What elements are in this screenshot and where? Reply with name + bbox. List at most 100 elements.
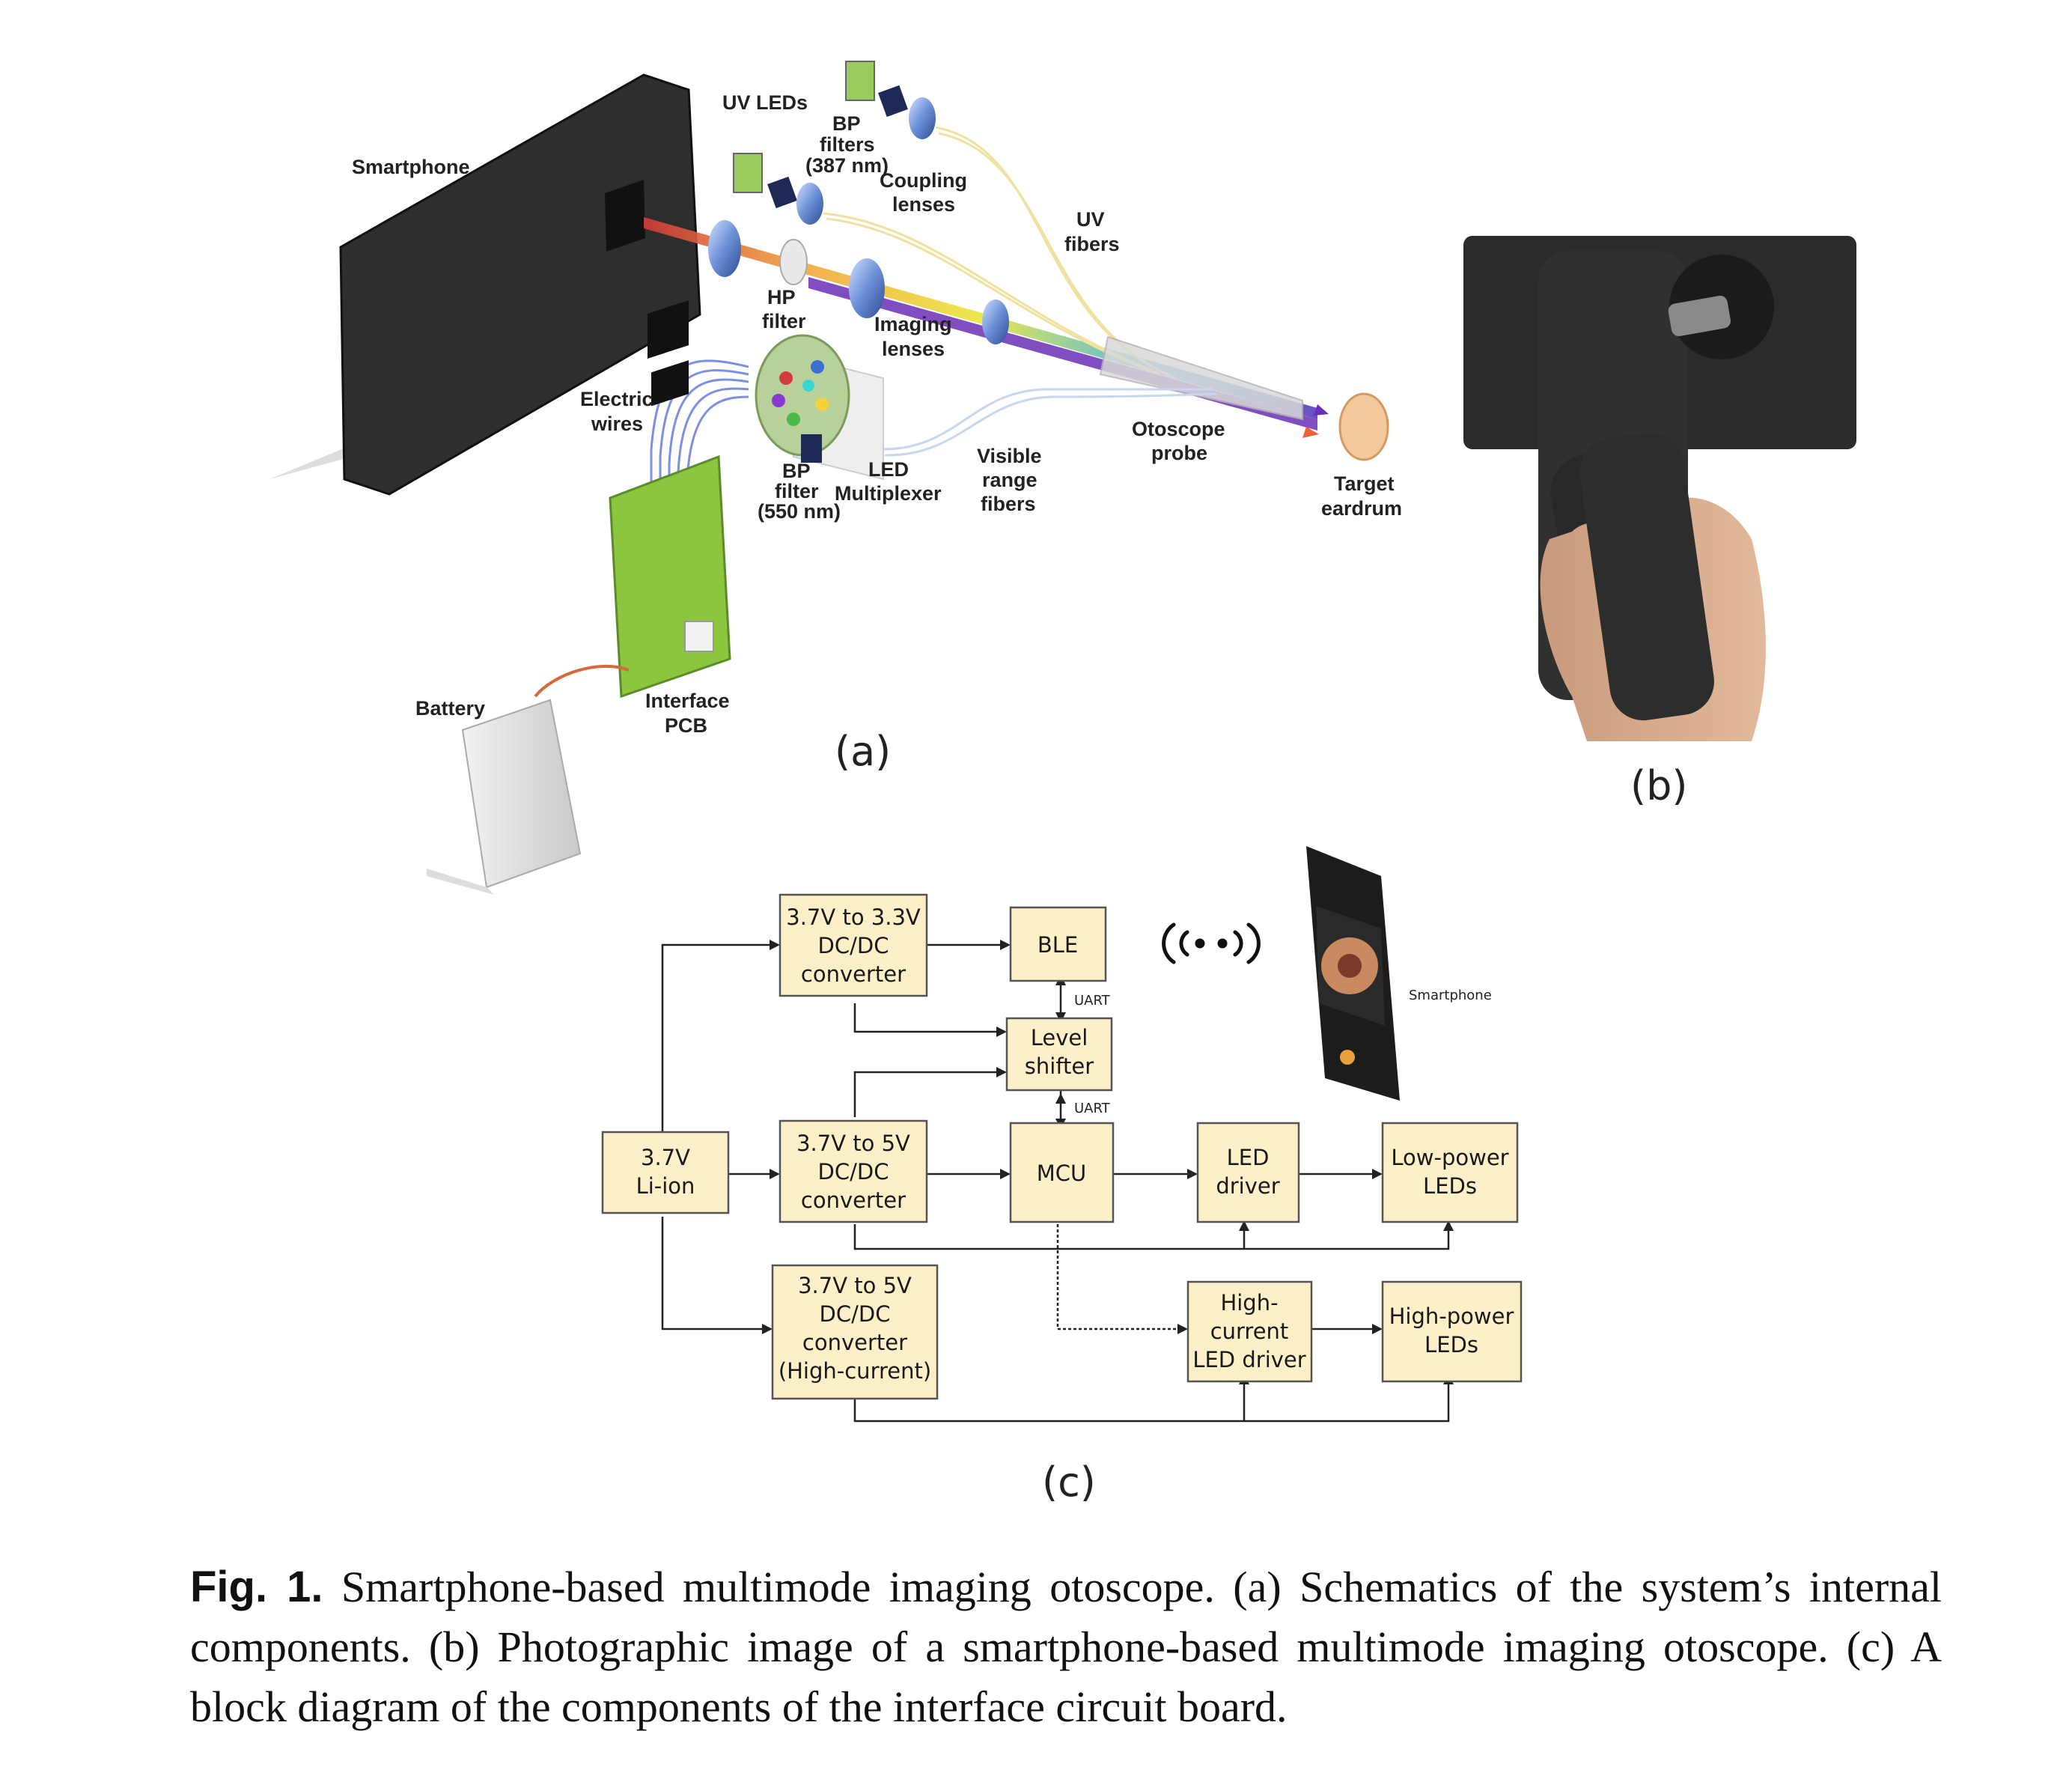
battery-wires (534, 664, 630, 698)
coupling-lens-top (909, 97, 936, 139)
battery-shadow (427, 869, 494, 895)
imaging-lens-3 (982, 299, 1009, 344)
label-bp-filters-1: BP (832, 112, 861, 135)
panel-a-schematic: Smartphone UV LEDs BP filters (387 nm) C… (269, 61, 1402, 895)
label-bp-filters-2: filters (820, 133, 875, 156)
block-dcdc-5-high-current: 3.7V to 5V DC/DC converter (High-current… (771, 1264, 939, 1400)
battery-body (461, 699, 582, 889)
label-electric-2: wires (591, 413, 643, 435)
wire-dcdc5-to-level (853, 1071, 999, 1117)
visible-range-fibers (883, 388, 1217, 457)
wire-liion-bus (661, 943, 773, 1137)
panel-a-tag: (a) (835, 728, 891, 775)
pcb-connector (684, 621, 714, 652)
smartphone-camera-window (605, 180, 645, 252)
imaging-lens-2 (849, 258, 885, 318)
label-interface-2: PCB (665, 714, 707, 737)
uart-label-2: UART (1074, 1101, 1111, 1116)
label-led-mux-1: LED (868, 458, 909, 481)
wireless-icon (1162, 922, 1261, 964)
label-otoscope-2: probe (1151, 442, 1207, 464)
pcb-chip-1 (648, 300, 689, 359)
wire-mcu-to-hcdrv (1056, 1224, 1180, 1330)
svg-text:DC/DC: DC/DC (818, 1159, 889, 1184)
label-target-2: eardrum (1321, 497, 1402, 520)
svg-text:Li-ion: Li-ion (636, 1173, 695, 1199)
panel-c-smartphone-label: Smartphone (1409, 988, 1492, 1003)
hp-filter-disc (779, 239, 808, 285)
figure-caption: Fig. 1. Smartphone-based multimode imagi… (190, 1557, 1942, 1737)
diagram-wires (661, 943, 1450, 1423)
block-li-ion: 3.7V Li-ion (601, 1131, 730, 1214)
label-led-mux-2: Multiplexer (835, 482, 942, 505)
svg-text:LED driver: LED driver (1192, 1347, 1305, 1372)
wire-liion-to-hc (661, 1217, 765, 1330)
led-red (779, 371, 793, 385)
label-otoscope-1: Otoscope (1132, 418, 1225, 440)
svg-text:3.7V: 3.7V (641, 1145, 690, 1170)
block-high-current-led-driver: High- current LED driver (1186, 1280, 1313, 1383)
block-ble: BLE (1009, 906, 1107, 982)
block-level-shifter: Level shifter (1005, 1017, 1113, 1092)
svg-text:LEDs: LEDs (1423, 1173, 1477, 1199)
svg-text:LEDs: LEDs (1424, 1332, 1478, 1357)
imaging-lens-1 (708, 220, 741, 277)
uv-led-bottom (733, 153, 763, 193)
label-hp-filter-2: filter (762, 310, 806, 332)
figure-label: Fig. 1. (190, 1563, 323, 1611)
svg-text:driver: driver (1216, 1173, 1279, 1199)
figure-caption-text: Smartphone-based multimode imaging otosc… (190, 1563, 1942, 1731)
panel-b-photo: (b) (1463, 236, 1856, 809)
led-cyan (802, 380, 814, 392)
svg-text:High-: High- (1220, 1290, 1278, 1316)
label-bp-filters-3: (387 nm) (805, 154, 889, 177)
led-yellow (815, 398, 829, 411)
target-eardrum (1338, 392, 1389, 461)
label-bp-550-2: filter (775, 480, 819, 502)
svg-text:BLE: BLE (1037, 932, 1078, 958)
svg-text:current: current (1210, 1319, 1289, 1344)
svg-text:High-power: High-power (1389, 1304, 1514, 1329)
diagram-arrowheads (762, 940, 1454, 1384)
beam-arrow-1 (1314, 404, 1329, 416)
wire-hc-rail (853, 1381, 1450, 1423)
panel-c-tag: (c) (1042, 1459, 1096, 1506)
label-coupling-1: Coupling (880, 169, 967, 192)
panel-b-tag: (b) (1630, 762, 1687, 809)
label-electric-1: Electric (580, 388, 653, 410)
svg-text:LED: LED (1227, 1145, 1270, 1170)
smartphone-body (339, 73, 701, 496)
bp-filter-bottom (767, 176, 797, 209)
label-imaging-2: lenses (882, 338, 945, 360)
uv-led-top (845, 61, 875, 101)
svg-text:shifter: shifter (1025, 1053, 1094, 1079)
svg-text:converter: converter (801, 961, 906, 987)
label-hp-filter-1: HP (767, 286, 796, 308)
led-green (787, 413, 800, 426)
svg-text:Level: Level (1031, 1025, 1088, 1050)
label-uv-fibers-1: UV (1076, 208, 1105, 231)
svg-text:3.7V to 5V: 3.7V to 5V (798, 1273, 912, 1298)
app-icon (1340, 1050, 1355, 1065)
label-visible-1: Visible (977, 445, 1042, 467)
led-purple (772, 394, 785, 407)
svg-text:DC/DC: DC/DC (820, 1301, 891, 1327)
bp-filter-550 (801, 434, 822, 463)
label-bp-550-1: BP (782, 460, 811, 482)
label-smartphone: Smartphone (352, 156, 470, 178)
label-interface-1: Interface (645, 690, 730, 712)
label-battery: Battery (415, 697, 485, 720)
label-bp-550-3: (550 nm) (758, 500, 841, 523)
label-coupling-2: lenses (892, 193, 955, 216)
svg-text:converter: converter (802, 1330, 907, 1355)
block-high-power-leds: High-power LEDs (1381, 1280, 1523, 1383)
label-uv-leds: UV LEDs (722, 91, 808, 114)
label-visible-3: fibers (981, 493, 1036, 515)
block-led-driver: LED driver (1196, 1122, 1300, 1223)
label-target-1: Target (1334, 472, 1395, 495)
svg-text:3.7V to 5V: 3.7V to 5V (796, 1131, 910, 1156)
wire-dcdc33-to-level (853, 1003, 999, 1033)
svg-text:MCU: MCU (1037, 1161, 1087, 1186)
led-blue (811, 360, 824, 374)
